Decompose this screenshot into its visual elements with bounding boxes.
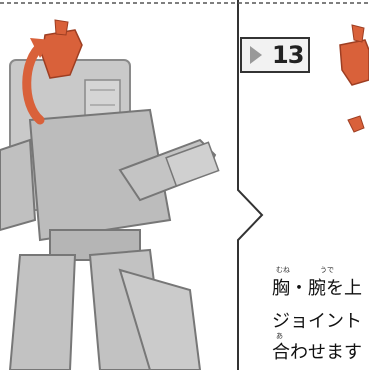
- instruction-line-1: 胸・腕を上: [272, 278, 362, 299]
- instruction-line-2: ジョイント: [272, 311, 362, 332]
- step-number-badge: 13: [240, 37, 310, 73]
- ruby-ude: うで: [320, 266, 334, 274]
- instruction-line-3: 合わせます: [272, 342, 362, 363]
- curved-rotate-arrow-icon: [22, 38, 52, 125]
- ruby-a: あ: [276, 332, 283, 340]
- play-arrow-icon: [250, 46, 262, 64]
- step-number: 13: [272, 41, 304, 69]
- robot-figure-illustration: [0, 19, 220, 370]
- ruby-mune: むね: [276, 266, 290, 274]
- orange-part-illustration: [339, 24, 369, 133]
